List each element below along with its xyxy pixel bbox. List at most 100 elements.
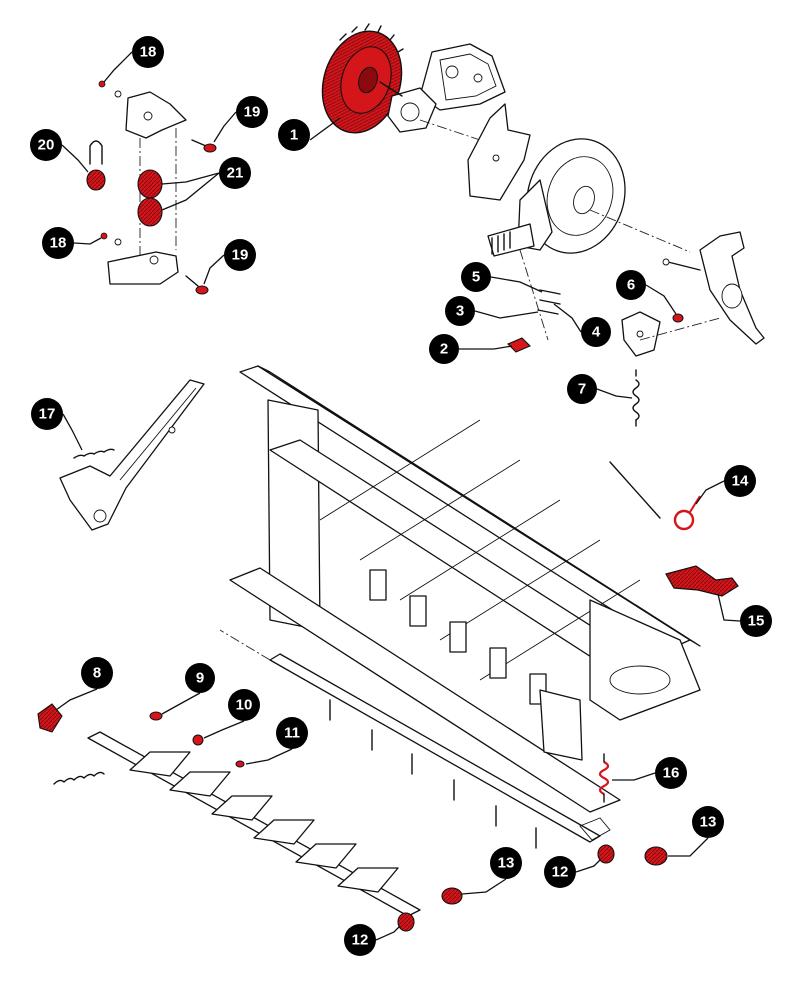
part-7-spring	[632, 369, 640, 427]
leader-6	[645, 284, 677, 315]
leader-21b	[161, 172, 220, 211]
callout-11: 11	[276, 717, 308, 749]
svg-text:18: 18	[140, 44, 157, 61]
svg-text:3: 3	[456, 303, 464, 320]
svg-text:11: 11	[284, 725, 300, 742]
leader-18l	[73, 237, 102, 245]
leader-4	[553, 303, 582, 333]
svg-text:21: 21	[227, 165, 244, 182]
clutch-housing	[487, 138, 691, 341]
callout-21: 21	[219, 157, 251, 189]
leader-16	[612, 772, 656, 781]
leader-13r	[668, 837, 709, 857]
callout-18-upper: 18	[132, 36, 164, 68]
leader-2	[459, 345, 513, 350]
leader-19u	[213, 111, 237, 143]
lever-assembly-right	[662, 231, 765, 345]
svg-text:20: 20	[38, 137, 55, 154]
part-3-washer	[537, 309, 559, 315]
callout-2: 2	[429, 334, 459, 364]
leader-17	[62, 413, 83, 451]
leader-5	[490, 276, 543, 293]
leader-12r	[575, 859, 601, 873]
small-bracket	[621, 311, 721, 357]
callout-19-upper: 19	[236, 96, 268, 128]
svg-text:19: 19	[232, 247, 249, 264]
part-17-spring	[73, 448, 115, 459]
callout-1: 1	[278, 119, 310, 151]
svg-text:12: 12	[352, 932, 369, 949]
part-16-spring	[598, 753, 610, 803]
callout-12-right: 12	[544, 856, 576, 888]
callout-12-left: 12	[344, 924, 376, 956]
callout-16: 16	[655, 757, 687, 789]
callout-8: 8	[81, 657, 113, 689]
part-12-bushing-left	[397, 912, 415, 932]
svg-text:7: 7	[578, 381, 586, 398]
part-20-bushing	[86, 140, 106, 191]
part-8-bearing	[37, 703, 63, 733]
svg-text:16: 16	[663, 765, 680, 782]
part-19-bolt-upper	[191, 139, 217, 153]
svg-text:5: 5	[472, 269, 480, 286]
part-21-rollers	[137, 169, 163, 227]
part-15-bracket	[665, 565, 739, 597]
leader-8	[55, 688, 98, 711]
tine-shaft	[219, 629, 611, 849]
svg-text:9: 9	[196, 670, 204, 687]
main-frame	[229, 365, 701, 813]
svg-text:12: 12	[552, 864, 569, 881]
callout-13-right: 13	[692, 806, 724, 838]
svg-text:19: 19	[244, 104, 261, 121]
part-18-pin-upper	[98, 80, 122, 98]
callout-layer: 1 2 3 4 5 6 7 8 9 10 11 12 12 13 13 14 1…	[30, 36, 772, 956]
part-13-cap-right	[644, 846, 668, 866]
leader-13l	[461, 878, 507, 895]
callout-7: 7	[567, 374, 597, 404]
part-18-pin-lower	[100, 232, 122, 246]
leader-9	[161, 692, 201, 715]
lower-reel-shaft	[53, 731, 421, 917]
leader-12l	[375, 925, 401, 941]
svg-text:17: 17	[39, 406, 56, 423]
callout-3: 3	[445, 296, 475, 326]
callout-13-left: 13	[490, 847, 522, 879]
upper-bracket	[125, 91, 187, 258]
part-19-bolt-lower	[185, 275, 209, 295]
callout-9: 9	[185, 663, 215, 693]
lower-bracket	[107, 251, 179, 285]
leader-19l	[203, 254, 225, 285]
callout-10: 10	[228, 689, 260, 721]
callout-6: 6	[616, 270, 646, 300]
part-10-nut	[192, 734, 204, 746]
part-12-bushing-right	[597, 844, 615, 864]
part-5-washer	[539, 289, 561, 295]
leader-3	[474, 310, 539, 319]
callout-4: 4	[581, 317, 611, 347]
svg-text:6: 6	[627, 277, 635, 294]
callout-5: 5	[461, 262, 491, 292]
svg-text:18: 18	[50, 235, 67, 252]
callout-19-lower: 19	[224, 239, 256, 271]
shield-plate	[467, 103, 531, 201]
part-14-torsion-spring	[609, 461, 701, 531]
part-11-screw	[235, 760, 245, 768]
leader-18u	[103, 51, 133, 83]
svg-text:13: 13	[700, 814, 717, 831]
svg-text:4: 4	[592, 324, 601, 341]
leader-11	[245, 748, 293, 765]
callout-20: 20	[30, 129, 62, 161]
part-9-bolt	[149, 711, 163, 721]
callout-14: 14	[724, 465, 756, 497]
callout-17: 17	[31, 398, 63, 430]
svg-text:13: 13	[498, 855, 515, 872]
upper-gearbox-housing	[379, 43, 506, 141]
leader-lines	[55, 51, 741, 941]
svg-text:8: 8	[93, 665, 101, 682]
callout-15: 15	[740, 605, 772, 637]
svg-text:2: 2	[440, 341, 448, 358]
leader-21a	[161, 172, 220, 185]
leader-1	[309, 117, 341, 141]
part-6-pin	[672, 313, 684, 323]
